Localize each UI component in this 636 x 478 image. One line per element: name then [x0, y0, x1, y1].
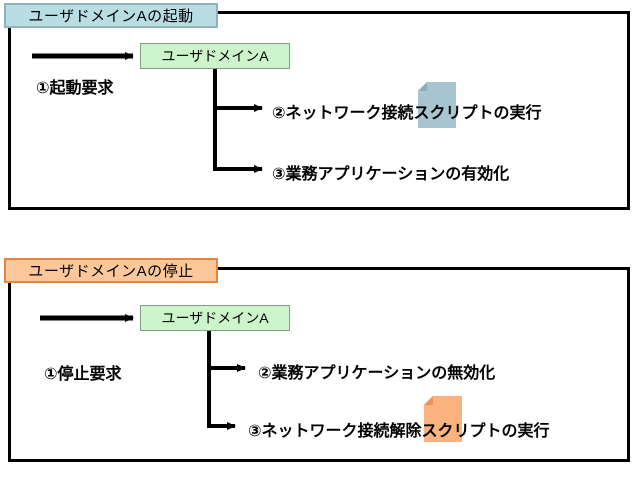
diagram-title-banner-startup: ユーザドメインAの起動	[4, 3, 218, 28]
step-label-startup-3: ③業務アプリケーションの有効化	[272, 166, 510, 183]
diagram-frame-startup	[8, 11, 630, 210]
request-label-startup: ①起動要求	[36, 80, 114, 97]
step-label-shutdown-3: ③ネットワーク接続解除スクリプトの実行	[248, 423, 550, 440]
step-label-shutdown-2: ②業務アプリケーションの無効化	[258, 365, 496, 382]
request-label-shutdown: ①停止要求	[44, 366, 122, 383]
arrow-connectors-startup	[32, 52, 263, 173]
script-document-icon-startup	[418, 82, 456, 128]
domain-box-shutdown: ユーザドメインA	[140, 305, 290, 331]
diagram-user-domain-startup: ユーザドメインAの起動 ユーザドメインA ①起動要求 ②ネットワーク接続スクリプ…	[0, 0, 636, 228]
diagram-user-domain-shutdown: ユーザドメインAの停止 ユーザドメインA ①停止要求 ②業務アプリケーションの無…	[0, 250, 636, 470]
step-label-startup-2: ②ネットワーク接続スクリプトの実行	[272, 105, 542, 122]
diagram-title-banner-shutdown: ユーザドメインAの停止	[4, 258, 218, 283]
domain-box-startup: ユーザドメインA	[140, 43, 290, 69]
diagram-frame-shutdown	[8, 267, 630, 462]
arrow-connectors-shutdown	[40, 314, 246, 430]
script-document-icon-shutdown	[424, 396, 462, 442]
